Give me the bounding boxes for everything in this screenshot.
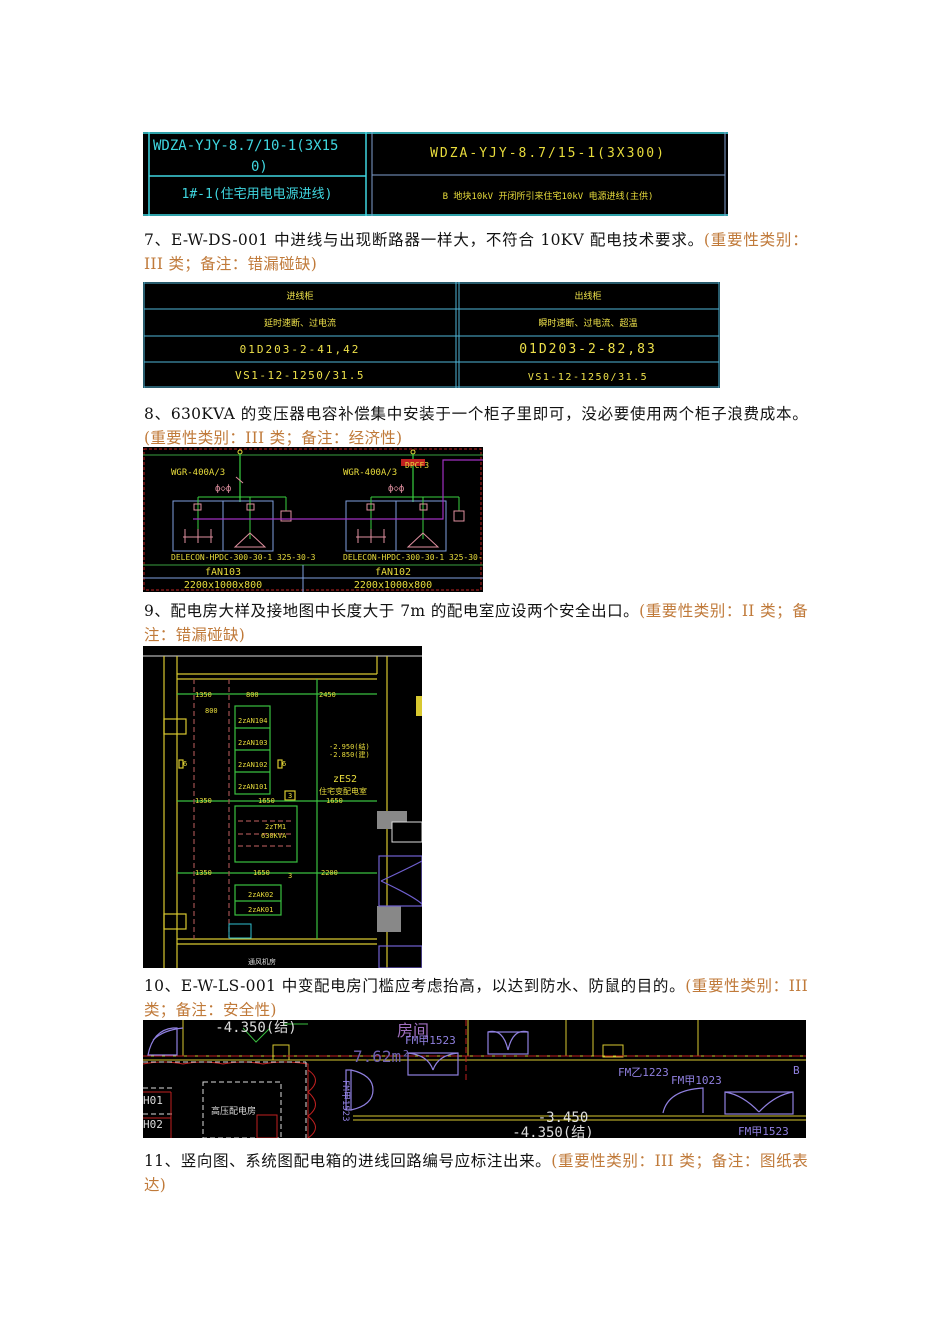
item-note: (重要性类别：III 类；备注：安全性)	[144, 977, 809, 1019]
cable-left-top-wrap: 0)	[251, 159, 268, 175]
floor-plan-figure: -4.350(结) 房间 7.62m² 高压配电房 H01 H02 FM甲152…	[143, 1020, 806, 1138]
section-mark: 3	[288, 872, 292, 880]
breaker-model-outgoing: VS1-12-1250/31.5	[528, 372, 648, 383]
transformer-label: 2zTM1	[265, 823, 286, 831]
row-label-h01: H01	[143, 1094, 163, 1107]
dim-label: 1350	[195, 691, 212, 699]
item-text: 配电房大样及接地图中长度大于 7m 的配电室应设两个安全出口。	[170, 602, 640, 620]
dim-label: 1650	[258, 797, 275, 805]
item-text: 630KVA 的变压器电容补偿集中安装于一个柜子里即可，没必要使用两个柜子浪费成…	[170, 405, 809, 423]
svg-text:ф◇ф: ф◇ф	[215, 484, 231, 494]
drawing-ref-incoming: 01D203-2-41,42	[240, 343, 361, 356]
elevation-mid: -3.450	[538, 1110, 589, 1126]
cabinet-label: 2zAN104	[238, 717, 268, 725]
section-mark: 6	[183, 760, 187, 768]
breaker-model-incoming: VS1-12-1250/31.5	[235, 369, 365, 382]
review-item-8: 8、630KVA 的变压器电容补偿集中安装于一个柜子里即可，没必要使用两个柜子浪…	[144, 402, 808, 450]
dim-label: 2450	[319, 691, 336, 699]
cable-left-bottom: 1#-1(住宅用电电源进线)	[182, 187, 333, 202]
elevation-label: -2.850(建)	[329, 750, 370, 759]
item-number: 9、	[144, 602, 171, 620]
hv-room-label: 高压配电房	[211, 1105, 256, 1117]
section-mark: 3	[288, 792, 292, 800]
door-label: FM甲1523	[405, 1034, 456, 1047]
dim-label: 1350	[195, 869, 212, 877]
review-item-11: 11、竖向图、系统图配电箱的进线回路编号应标注出来。(重要性类别：III 类；备…	[144, 1149, 808, 1197]
dim-label: 1650	[253, 869, 270, 877]
row-label-h02: H02	[143, 1118, 163, 1131]
door-label: FM乙1223	[618, 1066, 669, 1079]
switch-label-right: WGR-400A/3	[343, 468, 397, 478]
item-note: (重要性类别：II 类；备注：错漏碰缺)	[144, 602, 809, 644]
review-item-9: 9、配电房大样及接地图中长度大于 7m 的配电室应设两个安全出口。(重要性类别：…	[144, 599, 808, 647]
section-mark: 6	[282, 760, 286, 768]
cabinet-fan103: fAN103	[205, 567, 241, 578]
cabinet-label: 2zAN102	[238, 761, 268, 769]
door-label: FM甲1023	[671, 1074, 722, 1087]
door-label: FM甲1523	[738, 1125, 789, 1138]
elevation-top: -4.350(结)	[215, 1020, 296, 1036]
cable-right-top: WDZA-YJY-8.7/15-1(3X300)	[430, 146, 666, 161]
item-text: E-W-DS-001 中进线与出现断路器一样大，不符合 10KV 配电技术要求。	[170, 231, 704, 249]
breaker-table-figure: 进线柜 出线柜 延时速断、过电流 瞬时速断、过电流、超温 01D203-2-41…	[143, 282, 720, 388]
area-text: 7.62m²	[353, 1047, 411, 1066]
review-item-7: 7、E-W-DS-001 中进线与出现断路器一样大，不符合 10KV 配电技术要…	[144, 228, 808, 276]
tag-label: DPCF3	[405, 461, 429, 470]
substation-plan-figure: 1350 800 2450 800 2zAN104 2zAN103 2zAN10…	[143, 646, 422, 968]
elevation-label: -2.950(结)	[329, 742, 370, 751]
outgoing-cabinet-header: 出线柜	[574, 290, 601, 302]
protection-incoming: 延时速断、过电流	[264, 317, 336, 329]
cabinet-label: 2zAK02	[248, 891, 273, 899]
door-label-vertical: FM甲1523	[340, 1080, 351, 1122]
dim-label: 800	[246, 691, 259, 699]
review-item-10: 10、E-W-LS-001 中变配电房门槛应考虑抬高，以达到防水、防鼠的目的。(…	[144, 974, 808, 1022]
cabinet-dim-left: 2200x1000x800	[184, 580, 262, 591]
item-note: (重要性类别：III 类；备注：图纸表达)	[144, 1152, 808, 1194]
cabinet-dim-right: 2200x1000x800	[354, 580, 432, 591]
cabinet-fan102: fAN102	[375, 567, 411, 578]
dim-label: 800	[205, 707, 218, 715]
dim-label: 1650	[326, 797, 343, 805]
item-number: 8、	[144, 405, 171, 423]
cable-left-top: WDZA-YJY-8.7/10-1(3X15	[153, 138, 338, 154]
item-text: E-W-LS-001 中变配电房门槛应考虑抬高，以达到防水、防鼠的目的。	[180, 977, 686, 995]
dim-label: 1350	[195, 797, 212, 805]
dim-label: 2200	[321, 869, 338, 877]
capacitor-model-left: DELECON-HPDC-300-30-1 325-30-3	[171, 553, 316, 562]
item-number: 7、	[144, 231, 171, 249]
elevation-bottom: -4.350(结)	[512, 1125, 593, 1138]
item-text: 竖向图、系统图配电箱的进线回路编号应标注出来。	[180, 1152, 552, 1170]
svg-text:ф◇ф: ф◇ф	[388, 484, 404, 494]
protection-outgoing: 瞬时速断、过电流、超温	[538, 317, 637, 329]
item-note: (重要性类别：III 类；备注：错漏碰缺)	[144, 231, 809, 273]
room-description: 住宅变配电室	[319, 786, 367, 796]
item-number: 11、	[144, 1152, 181, 1170]
item-number: 10、	[144, 977, 181, 995]
corridor-label: 通风机房	[248, 957, 276, 966]
cable-right-bottom: B 地块10kV 开闭所引来住宅10kV 电源进线(主供)	[443, 190, 654, 202]
room-name: zES2	[333, 774, 357, 785]
room-area-label: 房间	[397, 1021, 429, 1040]
cabinet-label: 2zAN103	[238, 739, 268, 747]
grid-letter: B	[793, 1064, 800, 1077]
capacitor-schematic-figure: WGR-400A/3 ф◇ф DELECON-HPDC-300-30-1 325…	[143, 447, 483, 592]
transformer-rating: 630KVA	[261, 832, 287, 840]
item-note: (重要性类别：III 类；备注：经济性)	[144, 429, 403, 447]
switch-label-left: WGR-400A/3	[171, 468, 225, 478]
incoming-cabinet-header: 进线柜	[286, 290, 313, 302]
drawing-ref-outgoing: 01D203-2-82,83	[519, 342, 657, 357]
cable-spec-figure: WDZA-YJY-8.7/10-1(3X15 0) 1#-1(住宅用电电源进线)…	[143, 132, 728, 216]
capacitor-model-right: DELECON-HPDC-300-30-1 325-30-3	[343, 553, 483, 562]
cabinet-label: 2zAK01	[248, 906, 273, 914]
cabinet-label: 2zAN101	[238, 783, 268, 791]
